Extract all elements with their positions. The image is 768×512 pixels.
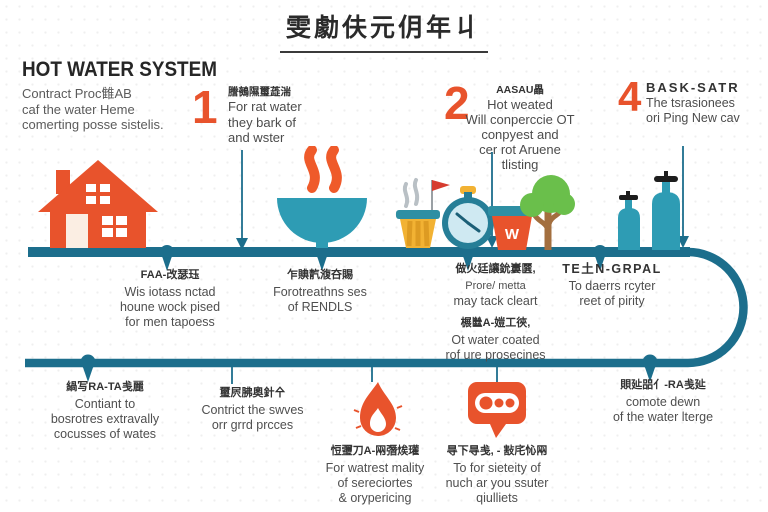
house-icon — [38, 160, 158, 248]
timeline-label: 做火廷讓鈗㟺㔵, Prore/ metta may tack cleart — [408, 262, 583, 309]
intro-line: caf the water Heme — [22, 101, 135, 117]
step-2-text: AASAU畾 Hot weated Will conperccie OT con… — [440, 84, 600, 172]
step-4-line: ori Ping New cav — [646, 111, 740, 125]
label-heading: 做火廷讓鈗㟺㔵, — [455, 263, 536, 275]
label-heading: 璽屄胇奧針㐃 — [219, 387, 286, 399]
label-line: of sereciortes — [337, 476, 413, 490]
timeline-label: 㤱瓕刀A-㒳㣅㶼瓘 For watrest mality of serecior… — [295, 444, 455, 506]
timeline-node-pointer — [644, 366, 656, 382]
label-line: Ot water coated — [451, 333, 540, 347]
steam-wisp — [402, 182, 410, 208]
step-2-line: tlisting — [501, 157, 539, 172]
label-line: Contiant to — [74, 397, 136, 411]
page-title: 雯勮伕元仴年丩 — [279, 8, 489, 53]
timeline-node-pointer — [595, 256, 605, 271]
label-line: houne wock pised — [119, 300, 221, 314]
label-line: bosrotres extravally — [50, 412, 160, 426]
step-1-line: they bark of — [228, 114, 296, 130]
timeline-node — [593, 245, 607, 259]
timeline-node — [160, 245, 174, 259]
step-4-text: BASK-SATR The tsrasionees ori Ping New c… — [646, 80, 740, 127]
step-number-4: 4 — [618, 73, 642, 120]
timeline-node-pointer — [317, 256, 327, 271]
gas-cylinders-icon — [618, 171, 680, 250]
arrowhead-step1 — [236, 238, 248, 250]
label-line: Wis iotass nctad — [124, 285, 216, 299]
timeline-node-pointer — [82, 366, 94, 382]
step-2-line: Hot weated — [487, 97, 553, 112]
timeline-label: TE土N-GRPAL To daerrs rcyter reet of piri… — [532, 262, 692, 309]
flame-icon — [353, 382, 403, 436]
label-line: rof ure prosecines — [445, 348, 546, 362]
label-heading: 賏㢟㗊亻-RA㦮㢟 — [620, 379, 706, 391]
timeline-node — [315, 245, 329, 259]
step-2-line: conpyest and — [481, 127, 559, 142]
step-2-line: Will conperccie OT — [465, 112, 575, 127]
label-line: of RENDLS — [287, 300, 353, 314]
label-line: Contrict the swves — [201, 403, 304, 417]
timeline-label: 緺写RA-TA㦮麗 Contiant to bosrotres extraval… — [25, 380, 185, 442]
label-line: Forotreathns ses — [273, 285, 367, 299]
label-heading: 㤱瓕刀A-㒳㣅㶼瓘 — [330, 445, 420, 457]
timeline-label: 璽屄胇奧針㐃 Contrict the swves orr grrd prcce… — [170, 386, 335, 433]
chat-bubble-icon — [468, 382, 526, 438]
timeline-node — [642, 354, 658, 370]
label-line: & orypericing — [338, 491, 412, 505]
timeline-label: 乍賟靔澓夻賜 Forotreathns ses of RENDLS — [240, 268, 400, 315]
step-1-line: For rat water — [228, 99, 302, 114]
label-heading: FAA-改瑟珏 — [140, 269, 200, 281]
intro-line: comerting posse sistelis. — [22, 117, 164, 132]
label-line: may tack cleart — [453, 294, 538, 308]
step-1-heading: 謄鵺隰璽蕋湍 — [228, 86, 291, 98]
step-1-line: and wster — [228, 130, 285, 145]
label-line: for men tapoess — [125, 315, 215, 329]
intro-line: Contract Proc雔AB — [22, 86, 132, 101]
hot-drink-icon — [396, 178, 450, 248]
timeline-curve — [25, 247, 748, 368]
section-heading: HOT WATER SYSTEM — [22, 58, 217, 81]
label-line: comote dewn — [625, 395, 701, 409]
step-2-line: cer rot Aruene — [479, 142, 561, 157]
timeline-node-pointer — [162, 256, 172, 271]
timeline-label: FAA-改瑟珏 Wis iotass nctad houne wock pise… — [90, 268, 250, 330]
label-line: reet of pirity — [579, 294, 645, 308]
step-number-1: 1 — [192, 81, 218, 133]
label-heading: 緺写RA-TA㦮麗 — [66, 381, 144, 393]
label-line: nuch ar you ssuter — [445, 476, 549, 490]
tree-icon — [520, 175, 575, 250]
step-4-heading: BASK-SATR — [646, 80, 740, 95]
timeline-label: 賏㢟㗊亻-RA㦮㢟 comote dewn of the water lterg… — [578, 378, 748, 425]
label-heading: TE土N-GRPAL — [562, 262, 662, 276]
label-heading: 㝵下㝵㦮, - 㪡㡯㤈㒳 — [446, 445, 548, 457]
label-line: For watrest mality — [325, 461, 425, 475]
label-line: orr grrd prcces — [211, 418, 294, 432]
label-line: To for sieteity of — [453, 461, 541, 475]
steam-wisp — [326, 146, 342, 193]
timeline-node — [80, 354, 96, 370]
steam-wisp — [304, 146, 320, 193]
flag-icon — [432, 180, 450, 191]
arrowhead-step2 — [486, 236, 498, 248]
step-1-text: 謄鵺隰璽蕋湍 For rat water they bark of and ws… — [228, 86, 302, 146]
step-number-2: 2 — [444, 77, 470, 129]
timeline-label: 㝵下㝵㦮, - 㪡㡯㤈㒳 To for sieteity of nuch ar … — [417, 444, 577, 506]
label-line: qiulliets — [476, 491, 518, 505]
step-2-heading: AASAU畾 — [496, 84, 544, 96]
label-line: To daerrs rcyter — [568, 279, 656, 293]
step-4-line: The tsrasionees — [646, 95, 735, 110]
steam-bowl-icon — [277, 146, 367, 248]
label-line: Prore/ metta — [465, 280, 526, 292]
timeline-label: 榐㡭A-㜐工㣣, Ot water coated rof ure proseci… — [408, 316, 583, 363]
label-line: of the water lterge — [612, 410, 714, 424]
alarm-clock-icon — [442, 186, 494, 249]
timeline-top-bar — [28, 247, 690, 257]
intro-paragraph: Contract Proc雔AB caf the water Heme come… — [22, 86, 222, 133]
bin-letter: W — [505, 226, 520, 243]
steam-wisp — [412, 178, 420, 206]
label-heading: 榐㡭A-㜐工㣣, — [460, 317, 531, 329]
timeline-node-pointer — [463, 256, 473, 271]
label-line: cocusses of wates — [53, 427, 157, 441]
label-heading: 乍賟靔澓夻賜 — [287, 269, 353, 281]
